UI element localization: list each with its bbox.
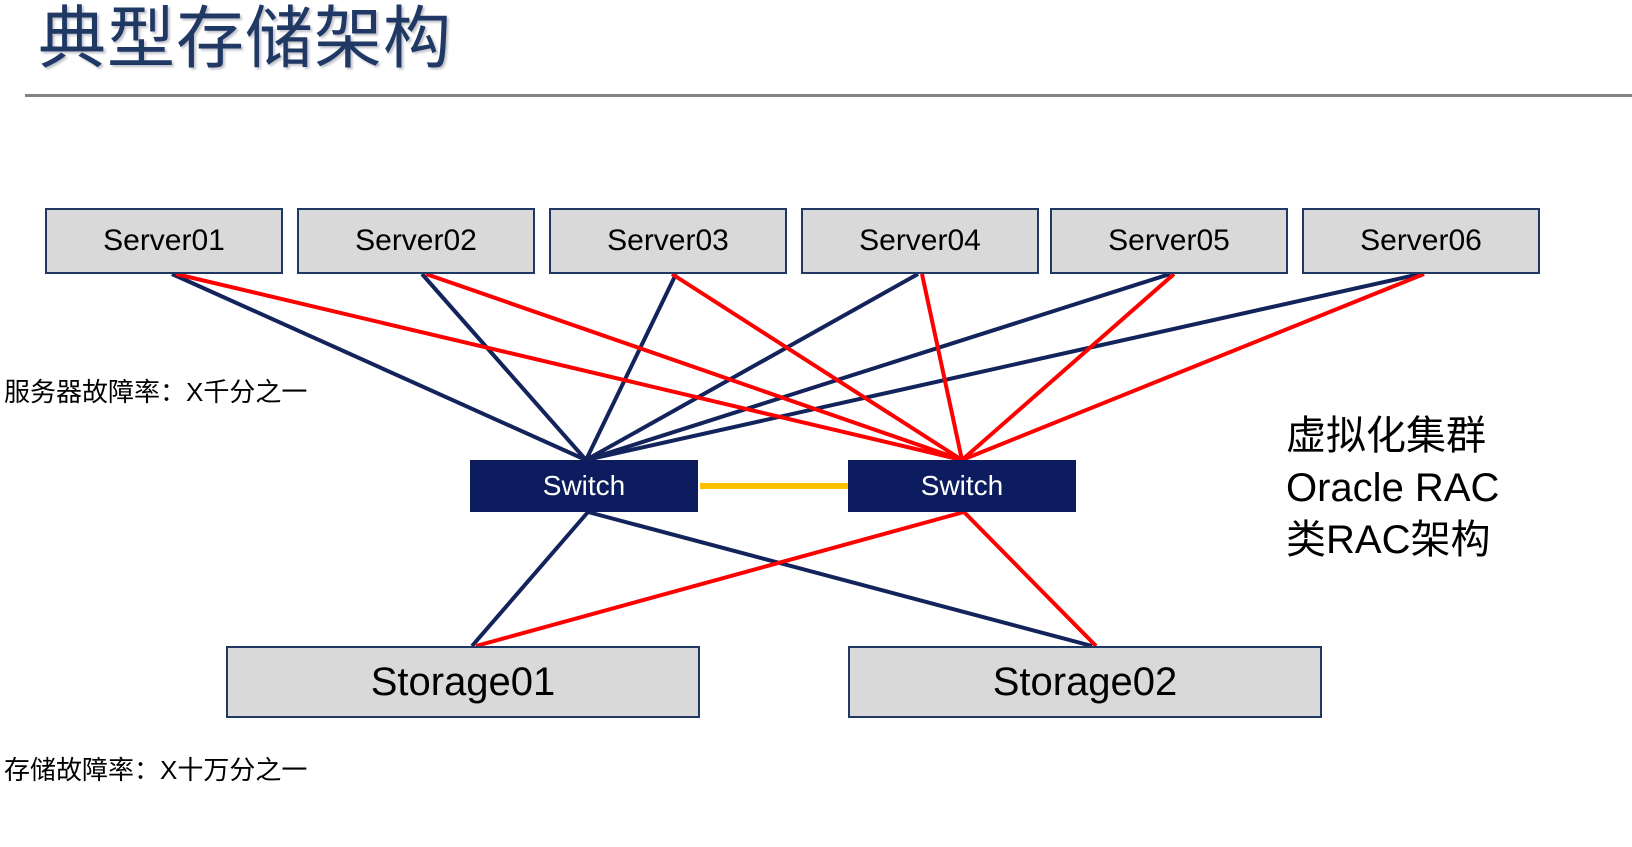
title-divider xyxy=(25,94,1632,97)
link-server05-to-switch-1 xyxy=(585,272,1171,462)
link-switch-2-to-storage02 xyxy=(962,510,1098,648)
links-right-switch-to-storage xyxy=(475,510,1098,648)
cluster-note: 虚拟化集群 Oracle RAC 类RAC架构 xyxy=(1286,410,1499,566)
switch-node-1[interactable]: Switch xyxy=(470,460,698,512)
server-node-5[interactable]: Server05 xyxy=(1050,208,1288,274)
links-servers-to-left-switch xyxy=(171,272,1421,462)
server-node-5-label: Server05 xyxy=(1108,224,1230,257)
note-storage-failure-rate: 存储故障率：X十万分之一 xyxy=(4,755,308,785)
link-server03-to-switch-1 xyxy=(584,273,678,461)
server-node-4[interactable]: Server04 xyxy=(801,208,1039,274)
switch-node-2[interactable]: Switch xyxy=(848,460,1076,512)
server-node-3[interactable]: Server03 xyxy=(549,208,787,274)
links-left-switch-to-storage xyxy=(470,510,1093,648)
links-servers-to-right-switch xyxy=(175,272,1425,462)
link-server04-to-switch-2 xyxy=(920,273,964,461)
page-title: 典型存储架构 xyxy=(38,1,453,77)
switch-node-2-label: Switch xyxy=(920,470,1004,501)
server-node-2[interactable]: Server02 xyxy=(297,208,535,274)
link-server02-to-switch-2 xyxy=(425,272,963,462)
link-server01-to-switch-1 xyxy=(171,272,587,462)
server-node-6-label: Server06 xyxy=(1360,224,1482,257)
cluster-note-line-2: Oracle RAC xyxy=(1286,466,1500,510)
server-node-2-label: Server02 xyxy=(355,224,477,257)
note-server-failure-rate: 服务器故障率：X千分之一 xyxy=(4,377,308,407)
link-server01-to-switch-2 xyxy=(175,272,963,462)
link-server06-to-switch-2 xyxy=(961,272,1425,462)
link-server03-to-switch-2 xyxy=(670,272,964,462)
link-switch-1-to-storage01 xyxy=(470,510,590,648)
link-server05-to-switch-2 xyxy=(960,272,1176,462)
server-node-4-label: Server04 xyxy=(859,224,981,257)
server-node-3-label: Server03 xyxy=(607,224,729,257)
switch-node-1-label: Switch xyxy=(542,470,626,501)
cluster-note-line-1: 虚拟化集群 xyxy=(1286,414,1486,458)
storage-node-2-label: Storage02 xyxy=(992,659,1178,704)
storage-node-2[interactable]: Storage02 xyxy=(848,646,1322,718)
server-node-1-label: Server01 xyxy=(103,224,225,257)
storage-node-1-label: Storage01 xyxy=(370,659,556,704)
storage-node-1[interactable]: Storage01 xyxy=(226,646,700,718)
server-node-1[interactable]: Server01 xyxy=(45,208,283,274)
link-switch-2-to-storage01 xyxy=(475,510,965,648)
link-switch-1-to-storage02 xyxy=(587,510,1093,648)
link-server04-to-switch-1 xyxy=(585,272,919,462)
link-server06-to-switch-1 xyxy=(585,272,1421,462)
server-node-6[interactable]: Server06 xyxy=(1302,208,1540,274)
link-server02-to-switch-1 xyxy=(420,272,588,462)
cluster-note-line-3: 类RAC架构 xyxy=(1286,518,1491,562)
